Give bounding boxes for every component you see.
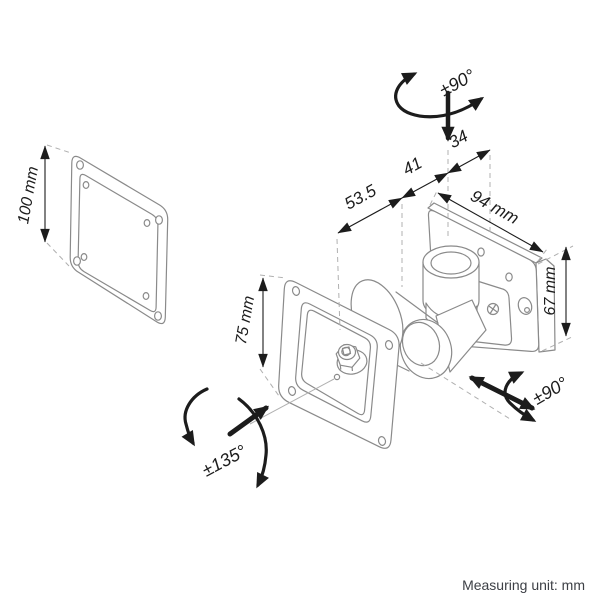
extension-line — [541, 335, 575, 352]
clamp-screw-slot — [489, 304, 497, 314]
front-plate-small-hole — [333, 373, 341, 381]
vesa-inner-holes — [80, 181, 151, 301]
nut-facet — [339, 365, 342, 370]
front-plate-recess-outer — [295, 302, 378, 423]
label-wall-height: 67 mm — [542, 267, 559, 316]
front-plate-corner-holes — [287, 286, 394, 446]
label-wall-width: 94 mm — [467, 186, 522, 228]
vesa-inner-hole — [143, 219, 151, 228]
vesa-plate-corner-holes — [72, 160, 164, 321]
front-plate-hole — [377, 436, 387, 446]
bolt-head-detail — [341, 346, 352, 356]
swivel-rotation-arrow — [503, 371, 537, 422]
label-rotation-top: ±90° — [436, 65, 478, 100]
arm-top-edge — [395, 291, 439, 324]
front-plate-hole — [384, 340, 394, 350]
extension-line — [46, 242, 70, 267]
front-plate — [278, 280, 400, 449]
dimension-line-34 — [447, 149, 491, 174]
front-plate-recess-inner — [301, 309, 372, 416]
vesa-plate-hole — [72, 256, 81, 266]
label-depth-2: 41 — [399, 153, 425, 179]
measuring-unit-note: Measuring unit: mm — [462, 577, 585, 593]
dimension-lines — [40, 145, 571, 368]
label-depth-1: 53.5 — [341, 181, 380, 214]
vesa-plate-hole — [75, 160, 84, 170]
rotation-annotations — [181, 72, 537, 489]
vesa-plate-hole — [155, 215, 164, 225]
tilt-arc-right — [237, 397, 269, 489]
front-plate-hole — [287, 386, 297, 396]
wall-plate-hole — [505, 272, 513, 282]
extension-line — [259, 274, 287, 279]
dimension-line-41 — [401, 172, 449, 199]
wall-plate-hole — [477, 247, 485, 257]
dimension-line-53-5 — [337, 197, 403, 234]
vesa-inner-hole — [80, 253, 88, 262]
tilt-arc-left — [181, 387, 209, 447]
swivel-direction-arrow — [468, 375, 536, 411]
label-vesa-height: 100 mm — [15, 165, 42, 225]
label-rotation-tilt: ±135° — [199, 441, 250, 481]
vesa-adapter-plate — [69, 155, 169, 325]
extension-line — [259, 368, 280, 397]
extension-line — [537, 245, 574, 265]
vesa-inner-hole — [142, 292, 150, 301]
center-nut — [335, 343, 368, 375]
vesa-plate-hole — [154, 311, 163, 321]
extension-line — [336, 238, 341, 331]
vesa-inner-plate-outline — [77, 173, 159, 313]
pan-rotation-arrow — [394, 72, 485, 119]
front-plate-hole — [291, 286, 301, 296]
barrel-top-recess — [430, 251, 472, 275]
vesa-inner-hole — [82, 181, 90, 190]
extension-line — [537, 248, 548, 262]
arm-boss-outer — [399, 318, 453, 380]
tilt-direction-arrow — [227, 405, 270, 437]
nut-top — [337, 343, 357, 361]
arm-boss-inner — [401, 321, 441, 367]
label-rotation-swivel: ±90° — [529, 373, 571, 409]
wall-plate-keyhole-center — [523, 307, 530, 314]
dimension-line-94mm — [437, 192, 544, 253]
label-plate-height: 75 mm — [233, 295, 258, 346]
extension-line — [46, 144, 72, 154]
